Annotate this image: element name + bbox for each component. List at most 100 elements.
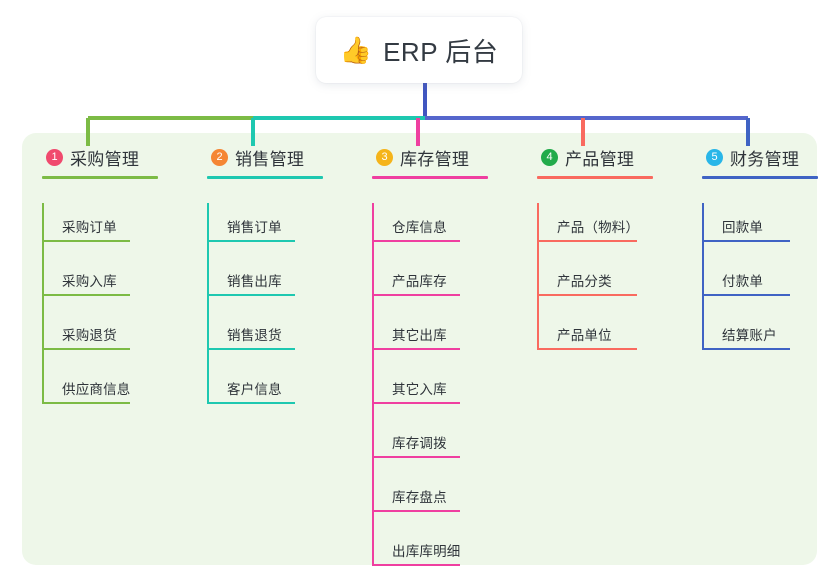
module-header-2[interactable]: 2 销售管理: [199, 145, 304, 169]
submodule-item[interactable]: 产品（物料）: [529, 203, 639, 257]
submodule-rule: [372, 294, 460, 296]
submodule-label: 产品库存: [392, 274, 447, 289]
submodule-item[interactable]: 销售退货: [199, 311, 304, 365]
submodule-rule: [372, 402, 460, 404]
submodule-list: 产品（物料） 产品分类产品单位: [529, 203, 639, 365]
submodule-label: 仓库信息: [392, 220, 447, 235]
module-header-rule: [207, 176, 323, 179]
submodule-item[interactable]: 出库库明细: [364, 527, 469, 581]
module-title: 库存管理: [400, 149, 470, 169]
submodule-rule: [702, 294, 790, 296]
submodule-label: 其它入库: [392, 382, 447, 397]
submodule-rule: [42, 348, 130, 350]
submodule-rule: [207, 402, 295, 404]
submodule-label: 其它出库: [392, 328, 447, 343]
module-header-5[interactable]: 5 财务管理: [694, 145, 799, 169]
root-node[interactable]: 👍 ERP 后台: [316, 17, 522, 83]
submodule-label: 采购退货: [62, 328, 117, 343]
submodule-rule: [207, 348, 295, 350]
submodule-item[interactable]: 其它出库: [364, 311, 469, 365]
submodule-label: 销售出库: [227, 274, 282, 289]
module-column-1: 1 采购管理采购订单采购入库采购退货供应商信息: [34, 145, 158, 419]
submodule-label: 销售订单: [227, 220, 282, 235]
submodule-list: 回款单付款单结算账户: [694, 203, 799, 365]
module-title: 财务管理: [730, 149, 800, 169]
submodule-item[interactable]: 库存调拨: [364, 419, 469, 473]
module-column-5: 5 财务管理回款单付款单结算账户: [694, 145, 818, 365]
submodule-item[interactable]: 仓库信息: [364, 203, 469, 257]
submodule-label: 结算账户: [722, 328, 777, 343]
submodule-spine: [537, 203, 539, 350]
submodule-rule: [207, 240, 295, 242]
submodule-list: 销售订单销售出库销售退货客户信息: [199, 203, 304, 419]
submodule-spine: [207, 203, 209, 404]
submodule-label: 付款单: [722, 274, 764, 289]
submodule-rule: [372, 456, 460, 458]
submodule-rule: [42, 294, 130, 296]
submodule-rule: [42, 402, 130, 404]
submodule-item[interactable]: 结算账户: [694, 311, 799, 365]
submodule-rule: [42, 240, 130, 242]
module-header-rule: [702, 176, 818, 179]
submodule-item[interactable]: 供应商信息: [34, 365, 139, 419]
submodule-label: 产品单位: [557, 328, 612, 343]
module-title: 采购管理: [70, 149, 140, 169]
submodule-rule: [537, 348, 637, 350]
module-header-1[interactable]: 1 采购管理: [34, 145, 139, 169]
submodule-rule: [537, 294, 637, 296]
submodule-rule: [537, 240, 637, 242]
submodule-rule: [702, 348, 790, 350]
submodule-label: 采购入库: [62, 274, 117, 289]
submodule-rule: [372, 510, 460, 512]
submodule-label: 库存盘点: [392, 490, 447, 505]
submodule-rule: [372, 348, 460, 350]
submodule-item[interactable]: 付款单: [694, 257, 799, 311]
module-badge-icon: 5: [706, 148, 723, 166]
submodule-rule: [372, 564, 460, 566]
submodule-list: 仓库信息产品库存其它出库其它入库库存调拨库存盘点出库库明细: [364, 203, 469, 581]
submodule-spine: [702, 203, 704, 350]
module-column-3: 3 库存管理仓库信息产品库存其它出库其它入库库存调拨库存盘点出库库明细: [364, 145, 488, 581]
submodule-rule: [372, 240, 460, 242]
submodule-item[interactable]: 采购订单: [34, 203, 139, 257]
submodule-label: 出库库明细: [392, 544, 461, 559]
submodule-label: 产品（物料）: [557, 220, 640, 235]
submodule-item[interactable]: 回款单: [694, 203, 799, 257]
submodule-label: 回款单: [722, 220, 764, 235]
module-title: 产品管理: [565, 149, 635, 169]
module-header-rule: [537, 176, 653, 179]
submodule-item[interactable]: 采购入库: [34, 257, 139, 311]
submodule-label: 采购订单: [62, 220, 117, 235]
submodule-rule: [207, 294, 295, 296]
submodule-item[interactable]: 产品分类: [529, 257, 637, 311]
submodule-item[interactable]: 产品单位: [529, 311, 637, 365]
submodule-label: 销售退货: [227, 328, 282, 343]
submodule-label: 产品分类: [557, 274, 612, 289]
module-header-3[interactable]: 3 库存管理: [364, 145, 469, 169]
module-title: 销售管理: [235, 149, 305, 169]
module-badge-icon: 4: [541, 148, 558, 166]
module-badge-icon: 2: [211, 148, 228, 166]
submodule-label: 供应商信息: [62, 382, 131, 397]
module-column-4: 4 产品管理产品（物料） 产品分类产品单位: [529, 145, 653, 365]
submodule-list: 采购订单采购入库采购退货供应商信息: [34, 203, 139, 419]
submodule-item[interactable]: 库存盘点: [364, 473, 469, 527]
submodule-rule: [702, 240, 790, 242]
module-column-2: 2 销售管理销售订单销售出库销售退货客户信息: [199, 145, 323, 419]
module-header-4[interactable]: 4 产品管理: [529, 145, 634, 169]
thumbs-up-icon: 👍: [339, 34, 373, 65]
submodule-item[interactable]: 销售出库: [199, 257, 304, 311]
submodule-label: 库存调拨: [392, 436, 447, 451]
submodule-item[interactable]: 其它入库: [364, 365, 469, 419]
module-badge-icon: 1: [46, 148, 63, 166]
module-header-rule: [372, 176, 488, 179]
submodule-item[interactable]: 客户信息: [199, 365, 304, 419]
submodule-item[interactable]: 销售订单: [199, 203, 304, 257]
submodule-item[interactable]: 产品库存: [364, 257, 469, 311]
module-badge-icon: 3: [376, 148, 393, 166]
submodule-item[interactable]: 采购退货: [34, 311, 139, 365]
submodule-spine: [372, 203, 374, 566]
module-header-rule: [42, 176, 158, 179]
